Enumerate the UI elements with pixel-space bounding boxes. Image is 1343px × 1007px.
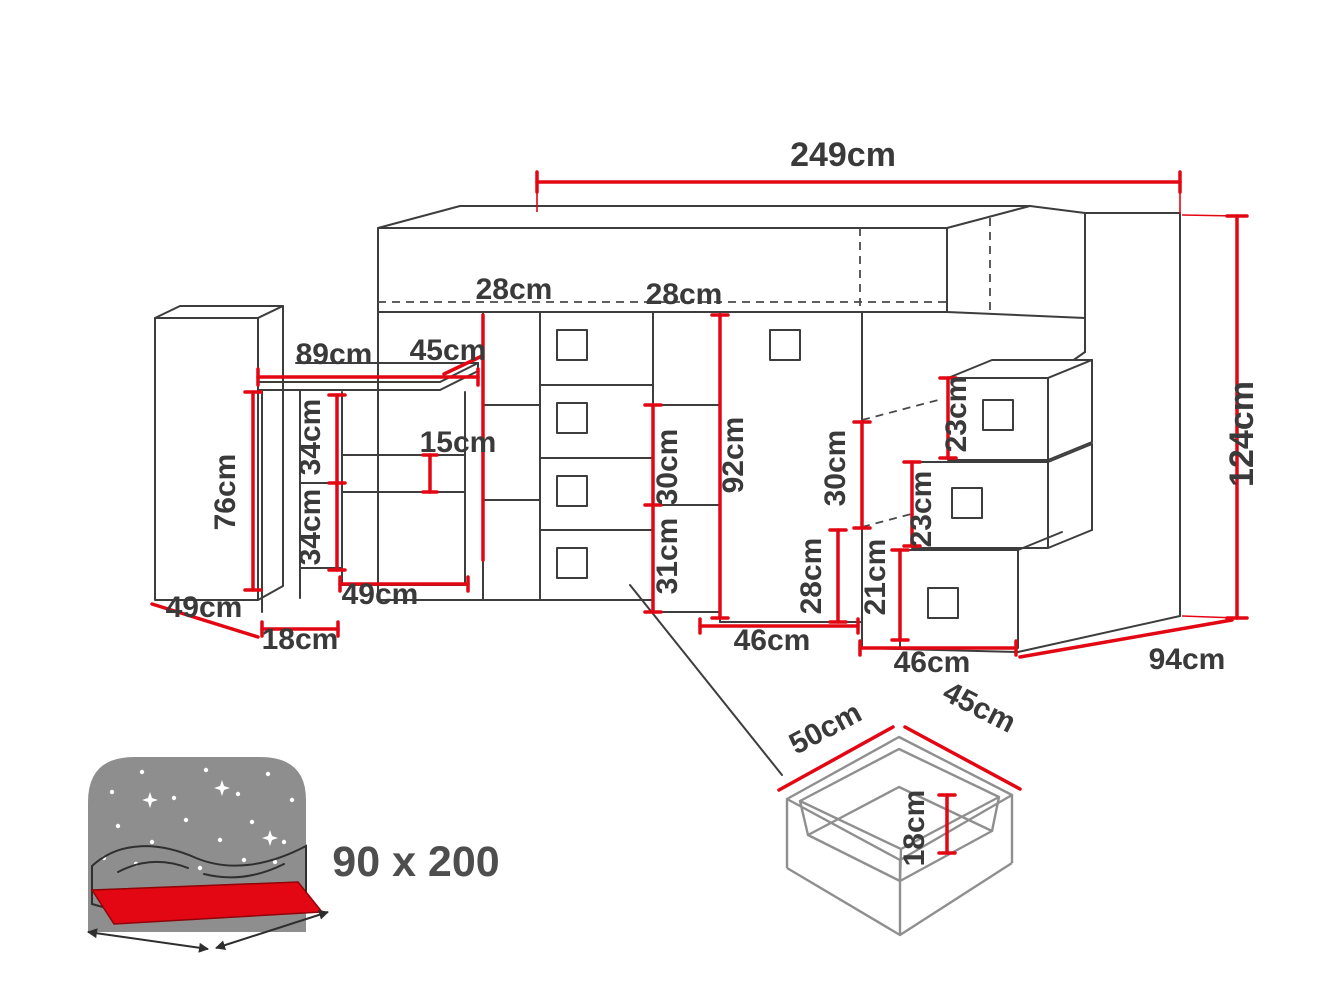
bed-frame [377, 205, 1181, 617]
desk [257, 362, 479, 613]
dim-total-depth: 94cm [1149, 643, 1226, 676]
dim-door-height: 92cm [717, 417, 750, 494]
detail-pointer-line [629, 584, 783, 776]
dim-mid-shelf-top: 30cm [651, 429, 684, 506]
dim-col2-width: 28cm [646, 278, 723, 311]
drawer-unit [482, 311, 654, 601]
drawer-handle [556, 329, 588, 361]
staircase [861, 351, 1181, 653]
dim-desk-width: 89cm [296, 338, 373, 371]
step-drawer-handle [927, 587, 959, 619]
dimension-lines [150, 170, 1249, 659]
dim-shelf-b: 34cm [294, 489, 327, 566]
dim-bay2-width: 46cm [894, 646, 971, 679]
drawer-handle [556, 547, 588, 579]
drawer-detail: 50cm 45cm 18cm [777, 675, 1022, 937]
dim-bay1-width: 46cm [734, 624, 811, 657]
dim-niche-low: 28cm [795, 538, 828, 615]
bed-size-label: 90 x 200 [332, 838, 499, 886]
dim-shelf-gap: 15cm [420, 426, 497, 459]
star-pattern [101, 767, 295, 871]
dim-left-depth: 49cm [166, 591, 243, 624]
dim-mid-shelf-bottom: 31cm [651, 518, 684, 595]
bed-size-icon: 90 x 200 [87, 757, 500, 953]
dim-step-top: 23cm [940, 376, 973, 453]
dim-desk-depth: 45cm [410, 334, 487, 367]
detail-height: 18cm [898, 790, 931, 867]
dim-step-low: 21cm [859, 539, 892, 616]
dim-shelf-a: 34cm [294, 399, 327, 476]
detail-width: 50cm [784, 696, 867, 761]
dimension-labels: 249cm 28cm 28cm 89cm 45cm 76cm 34cm 34cm… [166, 136, 1261, 679]
dim-step-mid: 23cm [905, 471, 938, 548]
door-handle [769, 329, 801, 361]
step-drawer-handle [951, 487, 983, 519]
drawer-handle [556, 475, 588, 507]
dim-total-width: 249cm [790, 136, 896, 174]
dim-under-desk: 49cm [342, 578, 419, 611]
detail-depth: 45cm [938, 675, 1021, 739]
drawer-handle [556, 402, 588, 434]
dim-left-gap: 18cm [262, 623, 339, 656]
left-cabinet [154, 305, 284, 601]
dim-col1-width: 28cm [476, 273, 553, 306]
dim-total-height: 124cm [1223, 381, 1261, 487]
dim-left-cabinet-height: 76cm [209, 454, 242, 531]
size-arrows [87, 909, 329, 953]
step-drawer-handle [982, 399, 1014, 431]
dim-niche-high: 30cm [819, 430, 852, 507]
